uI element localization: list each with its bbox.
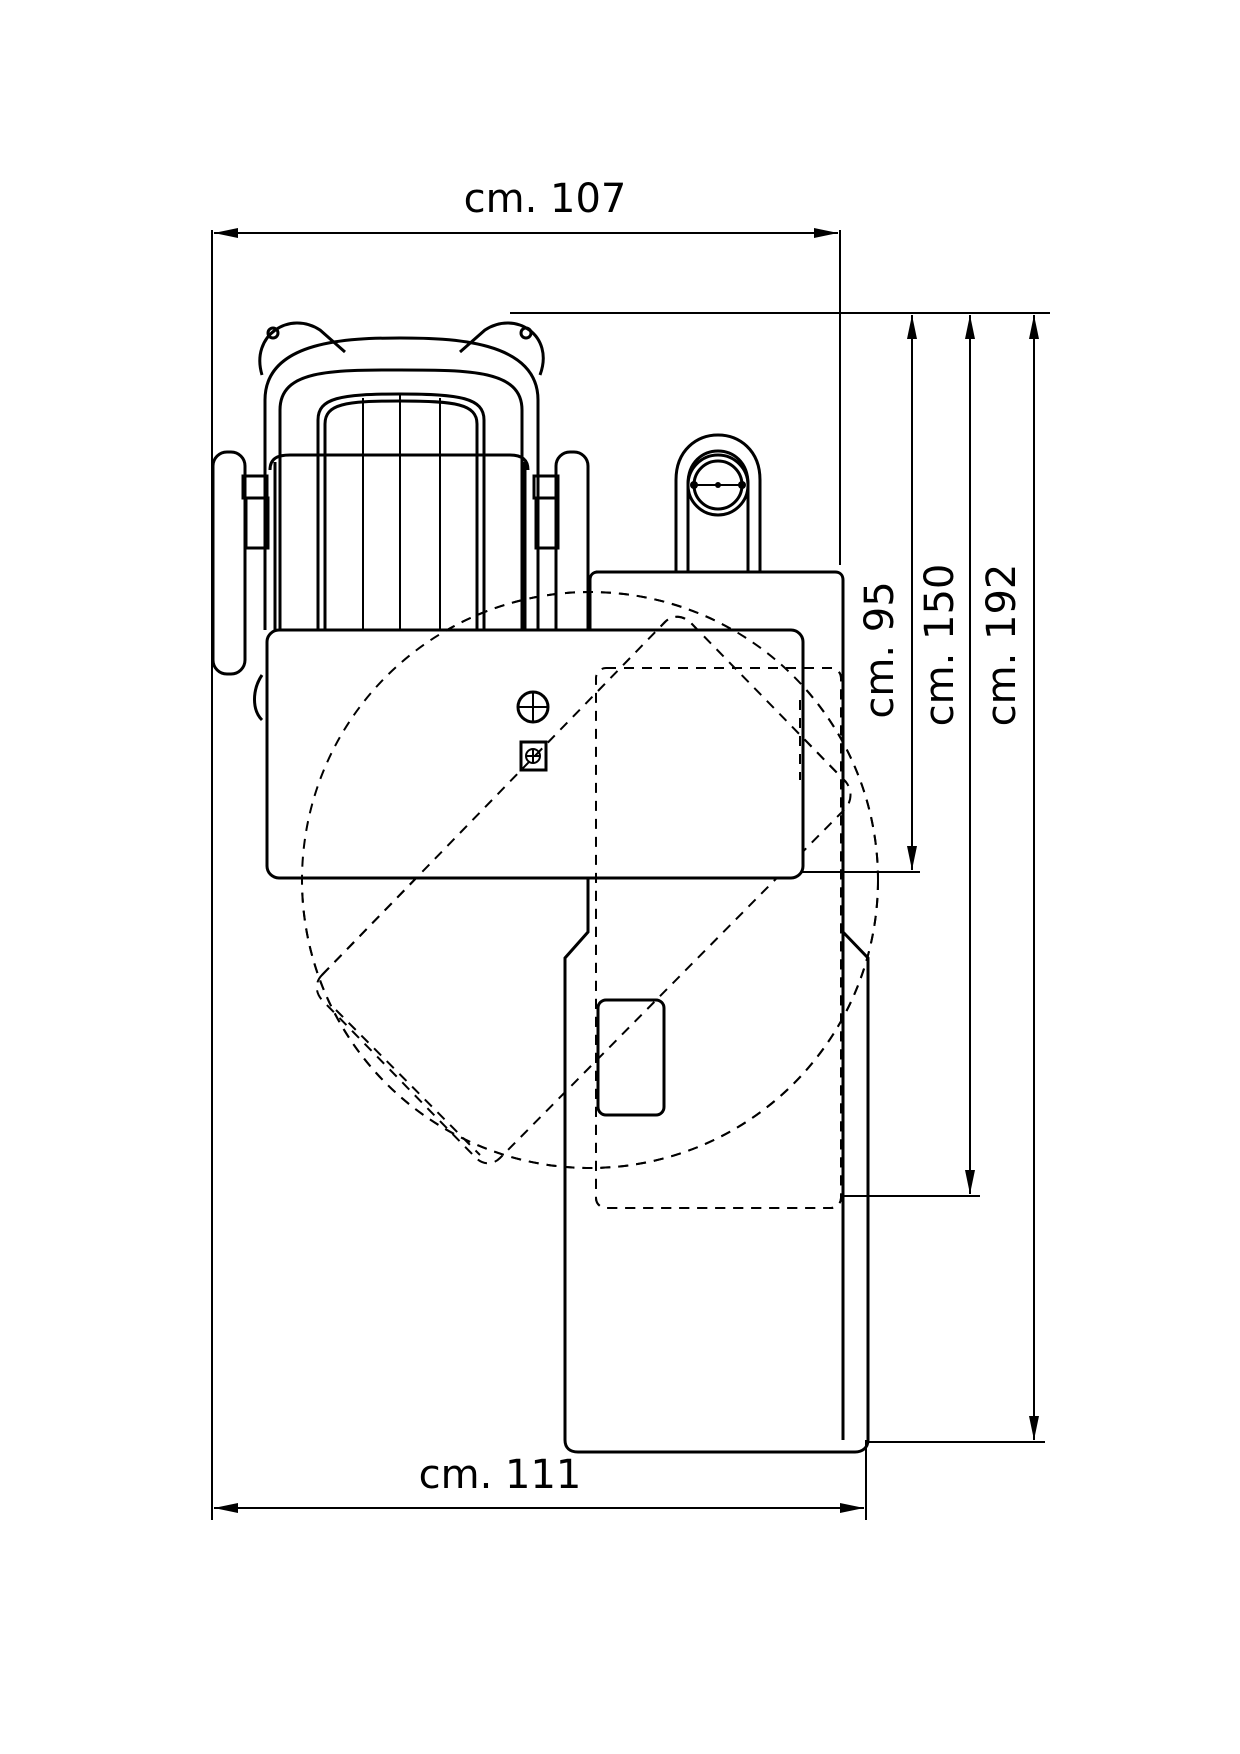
- hitch-inner: [686, 449, 750, 572]
- height-150-label: cm. 150: [917, 564, 963, 727]
- hitch-pin-left: [690, 481, 698, 489]
- left-lobe: [258, 321, 346, 376]
- left-front-wheel: [211, 450, 247, 676]
- left-lobe-hole: [266, 326, 280, 340]
- upper-body-corner: [588, 570, 599, 581]
- lower-body: [563, 872, 870, 1454]
- upper-body-right: [596, 570, 845, 1440]
- dimension-labels: cm. 107 cm. 111 cm. 95 cm. 150 cm. 192: [419, 176, 1025, 1498]
- hood-inner: [278, 368, 524, 630]
- bottom-width-label: cm. 111: [419, 1452, 582, 1498]
- height-95-label: cm. 95: [857, 581, 903, 718]
- front-band-sides: [273, 462, 527, 630]
- vehicle-front: [211, 321, 590, 722]
- hitch-outer: [674, 433, 762, 572]
- tow-hitch: [674, 433, 762, 572]
- left-axle-block: [241, 474, 269, 500]
- height-192-label: cm. 192: [979, 564, 1025, 727]
- hitch-ring-outer: [686, 453, 750, 517]
- top-width-label: cm. 107: [464, 176, 627, 222]
- turning-circle-overlay: [301, 591, 879, 1169]
- ghost-rotated-overlay: [321, 615, 847, 976]
- seat-pad: [596, 998, 666, 1117]
- ghost-body-rotated-inner-edge: [335, 1009, 481, 1156]
- dimension-lines: [211, 228, 1050, 1520]
- right-axle-hub: [534, 496, 560, 550]
- hitch-pin-right: [738, 481, 746, 489]
- hood-outer: [263, 336, 540, 630]
- ghost-body-overlay: [595, 667, 842, 1209]
- right-lobe-hole: [519, 326, 533, 340]
- left-wheel-arch: [253, 674, 264, 722]
- driver-deck: [265, 591, 879, 1209]
- pedal-box: [519, 740, 548, 772]
- driver-deck-plate: [265, 628, 805, 880]
- hitch-pin-center: [715, 482, 721, 488]
